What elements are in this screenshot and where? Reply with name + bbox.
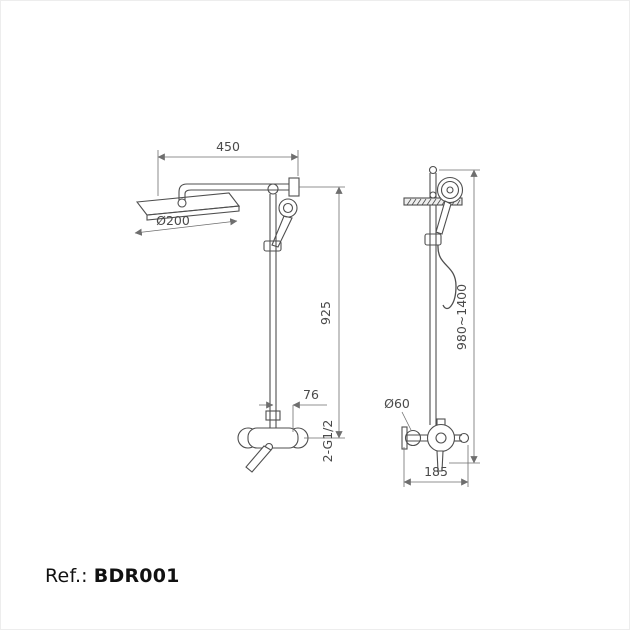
reference-label: Ref.: [45,565,88,587]
arm-ball-joint [177,198,187,208]
dim-mount-height: 980~1400 [439,169,480,464]
dim-mount-height-label: 980~1400 [454,284,469,350]
dim-head-diameter: Ø200 [134,213,238,236]
front-view-dimensions: 450 Ø200 925 76 2-G1/2 [134,139,345,463]
hand-shower-holder [263,240,282,252]
dim-arm-reach-label: 450 [216,139,240,154]
side-escutcheon [404,429,422,447]
wall-plate [288,177,300,197]
rain-head-top-face [135,192,241,216]
hand-shower-head [278,198,298,218]
shower-hose [437,244,457,310]
dim-head-diameter-label: Ø200 [156,213,190,228]
riser-tee [267,183,279,195]
hand-shower-face [282,202,294,214]
thread-spec-label: 2-G1/2 [320,420,335,463]
valve-lever [245,445,272,473]
reference-value: BDR001 [93,565,180,587]
dim-valve-width-label: 185 [424,464,448,479]
front-view [135,177,309,473]
riser-top-cap [428,165,438,175]
side-hand-shower-holder [424,233,442,246]
shower-arm-inner [184,189,289,200]
side-hand-shower-handle [435,200,452,235]
side-head-joint [429,191,437,199]
dim-riser-height-label: 925 [318,301,333,325]
dim-escutcheon: Ø60 [384,396,412,431]
hand-shower-handle [271,215,293,248]
side-hand-shower-center [446,186,454,194]
side-valve-lever [436,450,444,472]
dim-arm-reach: 450 [157,139,299,196]
side-rain-head [403,197,463,206]
dim-escutcheon-label: Ø60 [384,396,410,411]
side-wall-plate [401,426,408,450]
side-valve-hub [435,432,447,444]
shower-arm [178,183,289,200]
side-view [401,165,470,472]
dim-union-offset: 76 [259,387,327,432]
riser-union-nut [265,410,281,421]
side-knob-cap [458,432,470,444]
valve-body [247,427,299,449]
side-hand-shower-ring [440,180,460,200]
dim-union-offset-label: 76 [303,387,319,402]
dim-valve-width: 185 [403,445,469,487]
side-view-dimensions: Ø60 980~1400 185 [384,169,480,487]
side-valve-body [426,423,456,453]
dim-riser-height: 925 [299,186,345,439]
reference-code: Ref.:BDR001 [45,565,180,587]
